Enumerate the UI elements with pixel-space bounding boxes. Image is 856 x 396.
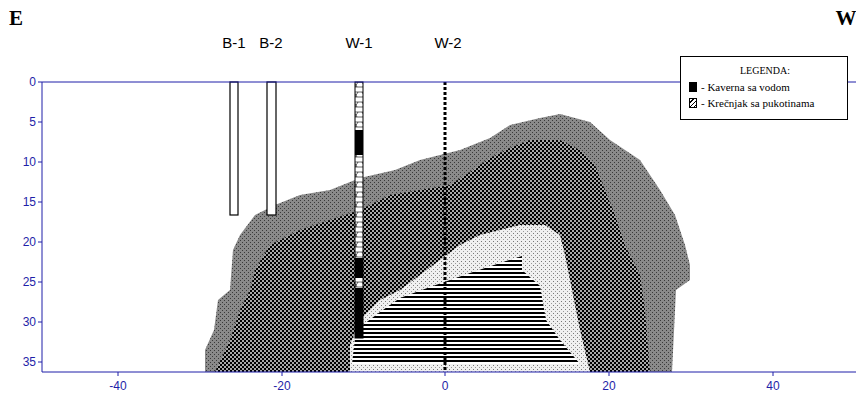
axes — [38, 82, 856, 376]
well-label: W-2 — [434, 35, 461, 50]
striped-zone — [352, 256, 580, 364]
direction-label: W — [836, 8, 856, 29]
borehole-label: B-1 — [222, 35, 245, 50]
depth-tick: 10 — [23, 156, 36, 168]
distance-tick: -20 — [273, 380, 290, 392]
legend-text: - Krečnjak sa pukotinama — [701, 97, 814, 109]
borehole — [230, 82, 238, 215]
depth-tick: 5 — [29, 116, 36, 128]
legend-swatch — [689, 98, 697, 108]
depth-tick: 30 — [23, 316, 36, 328]
outer-zone — [205, 114, 690, 372]
depth-tick: 20 — [23, 236, 36, 248]
checker-zone — [215, 140, 650, 372]
distance-tick: 0 — [442, 380, 449, 392]
legend-text: - Kaverna sa vodom — [701, 81, 790, 93]
depth-tick: 0 — [29, 76, 36, 88]
legend-box: LEGENDA: - Kaverna sa vodom - Krečnjak sa … — [680, 56, 848, 120]
borehole — [267, 82, 276, 215]
cavern — [355, 288, 363, 338]
legend-title: LEGENDA: — [740, 66, 790, 76]
cavern — [355, 130, 363, 155]
legend-entry: - Kaverna sa vodom — [689, 81, 790, 93]
dotted-zone — [350, 225, 590, 372]
direction-label: E — [9, 8, 23, 29]
legend-swatch — [689, 82, 697, 92]
well-line — [444, 82, 447, 372]
well — [355, 82, 363, 338]
depth-tick: 35 — [23, 356, 36, 368]
depth-tick: 25 — [23, 276, 36, 288]
distance-tick: -40 — [109, 380, 126, 392]
legend-entry: - Krečnjak sa pukotinama — [689, 97, 814, 109]
distance-tick: 20 — [602, 380, 615, 392]
distance-tick: 40 — [766, 380, 779, 392]
depth-tick: 15 — [23, 196, 36, 208]
well-label: W-1 — [345, 35, 372, 50]
borehole-label: B-2 — [259, 35, 282, 50]
cavern — [355, 258, 363, 278]
